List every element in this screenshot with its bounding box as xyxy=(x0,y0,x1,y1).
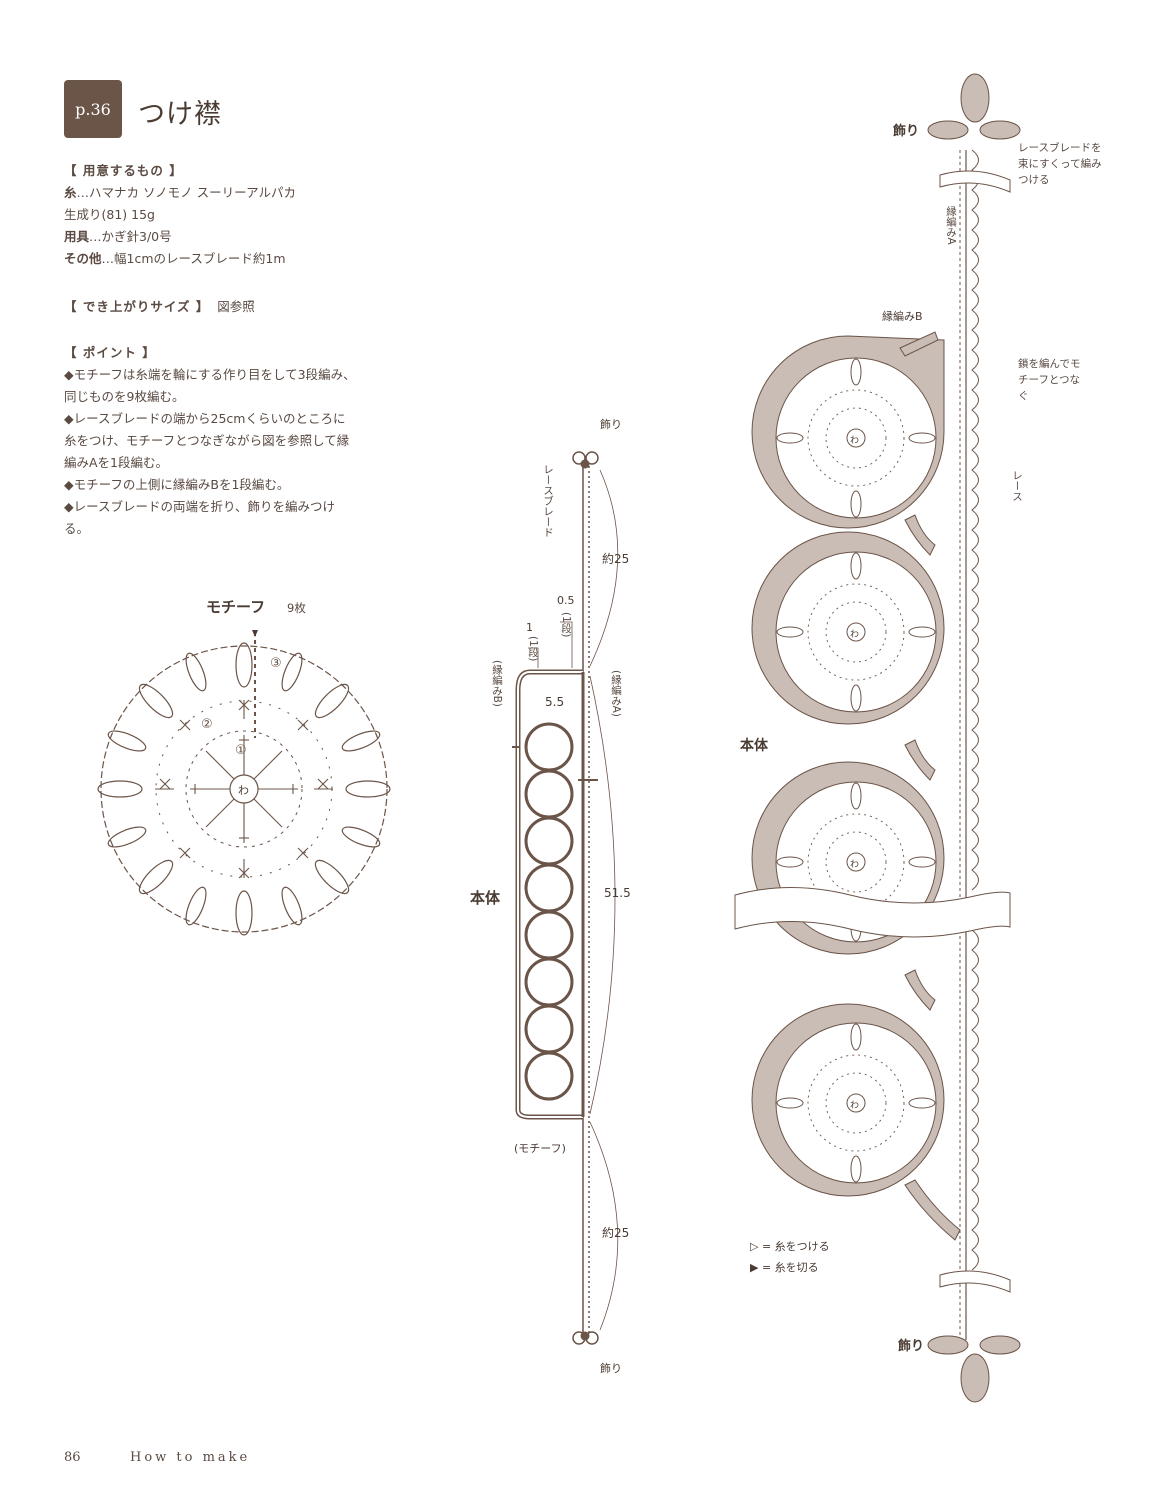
yarn-color: 生成り(81) 15g xyxy=(64,207,155,222)
point-item: ◆モチーフの上側に縁編みBを1段編む。 xyxy=(64,477,290,492)
dim-1: 1 xyxy=(526,621,533,634)
lace-label: レース xyxy=(1011,470,1023,502)
page-reference-badge: p.36 xyxy=(64,80,122,138)
yarn-label: 糸 xyxy=(64,185,77,200)
tool-row: 用具…かぎ針3/0号 xyxy=(64,226,364,248)
edge-b-layout-label: (縁編みB) xyxy=(491,660,503,707)
approx-25-top: 約25 xyxy=(602,551,629,566)
motif-round-1-label: ① xyxy=(235,743,247,758)
motif-petals xyxy=(97,642,391,936)
materials-heading: 【 用意するもの 】 xyxy=(64,163,183,178)
detail-decor-bottom: 飾り xyxy=(898,1338,924,1354)
decor-bottom-label: 飾り xyxy=(600,1362,622,1375)
row-1a-label: (1段) xyxy=(560,612,572,638)
size-heading: 【 でき上がりサイズ 】 xyxy=(64,299,210,314)
row-1b-label: (1段) xyxy=(527,636,539,662)
edge-b-label: 縁編みB xyxy=(882,309,923,323)
other-value: …幅1cmのレースブレード約1m xyxy=(101,251,286,266)
point-item: ◆レースブレードの両端を折り、飾りを編みつける。 xyxy=(64,499,335,536)
legend-cut: ▶ = 糸を切る xyxy=(750,1261,819,1274)
other-label: その他 xyxy=(64,251,102,266)
join-note: 鎖を編んでモチーフとつなぐ xyxy=(1018,358,1081,402)
page-title: つけ襟 xyxy=(138,99,222,130)
decor-top-label: 飾り xyxy=(600,418,622,431)
motif-round-2-label: ② xyxy=(201,717,213,732)
detail-decor-top: 飾り xyxy=(893,123,919,139)
yarn-row: 糸…ハマナカ ソノモノ スーリーアルパカ xyxy=(64,182,364,204)
detail-center-label: わ xyxy=(850,435,859,446)
detail-body-label: 本体 xyxy=(740,737,769,754)
detail-diagram: わ わ わ わ xyxy=(734,73,1021,1403)
motif-outer-round xyxy=(100,645,388,933)
size-section: 【 でき上がりサイズ 】 図参照 xyxy=(64,296,364,318)
layout-diagram xyxy=(512,451,619,1345)
size-value: 図参照 xyxy=(217,299,255,314)
motif-title: モチーフ xyxy=(206,598,266,616)
size-row: 【 でき上がりサイズ 】 図参照 xyxy=(64,296,364,318)
braid-note: レースブレードを束にすくって編みつける xyxy=(1018,142,1102,186)
points-heading: 【 ポイント 】 xyxy=(64,345,156,360)
dim-51-5: 51.5 xyxy=(604,886,631,900)
motif-center-label: わ xyxy=(238,784,249,797)
motif-round-1 xyxy=(185,730,303,848)
motif-note: (モチーフ) xyxy=(514,1142,566,1155)
other-row: その他…幅1cmのレースブレード約1m xyxy=(64,248,364,270)
motif-stitches xyxy=(155,699,333,879)
motif-round-3-label: ③ xyxy=(270,656,282,671)
approx-25-bottom: 約25 xyxy=(602,1225,629,1240)
footer-title: How to make xyxy=(130,1450,251,1465)
point-item: ◆レースブレードの端から25cmくらいのところに糸をつけ、モチーフとつなぎながら… xyxy=(64,411,350,470)
tool-value: …かぎ針3/0号 xyxy=(89,229,172,244)
detail-center-label: わ xyxy=(850,859,859,870)
dim-0-5: 0.5 xyxy=(557,594,575,607)
edge-a-detail-label: 縁編みA xyxy=(945,206,957,245)
point-item: ◆モチーフは糸端を輪にする作り目をして3段編み、同じものを9枚編む。 xyxy=(64,367,356,404)
edge-a-layout-label: (縁編みA) xyxy=(610,670,622,717)
layout-body-label: 本体 xyxy=(470,889,501,907)
materials-section: 【 用意するもの 】 糸…ハマナカ ソノモノ スーリーアルパカ 生成り(81) … xyxy=(64,160,364,270)
dim-5-5: 5.5 xyxy=(545,695,564,709)
detail-center-label: わ xyxy=(850,629,859,640)
motif-count: 9枚 xyxy=(287,601,306,615)
legend-attach: ▷ = 糸をつける xyxy=(750,1240,830,1253)
braid-label: レースブレード xyxy=(542,464,554,538)
yarn-value: …ハマナカ ソノモノ スーリーアルパカ xyxy=(76,185,296,200)
detail-center-label: わ xyxy=(850,1100,859,1111)
tool-label: 用具 xyxy=(64,229,90,244)
points-section: 【 ポイント 】 ◆モチーフは糸端を輪にする作り目をして3段編み、同じものを9枚… xyxy=(64,342,356,540)
motif-chart xyxy=(97,630,391,936)
page-number: 86 xyxy=(64,1450,81,1465)
